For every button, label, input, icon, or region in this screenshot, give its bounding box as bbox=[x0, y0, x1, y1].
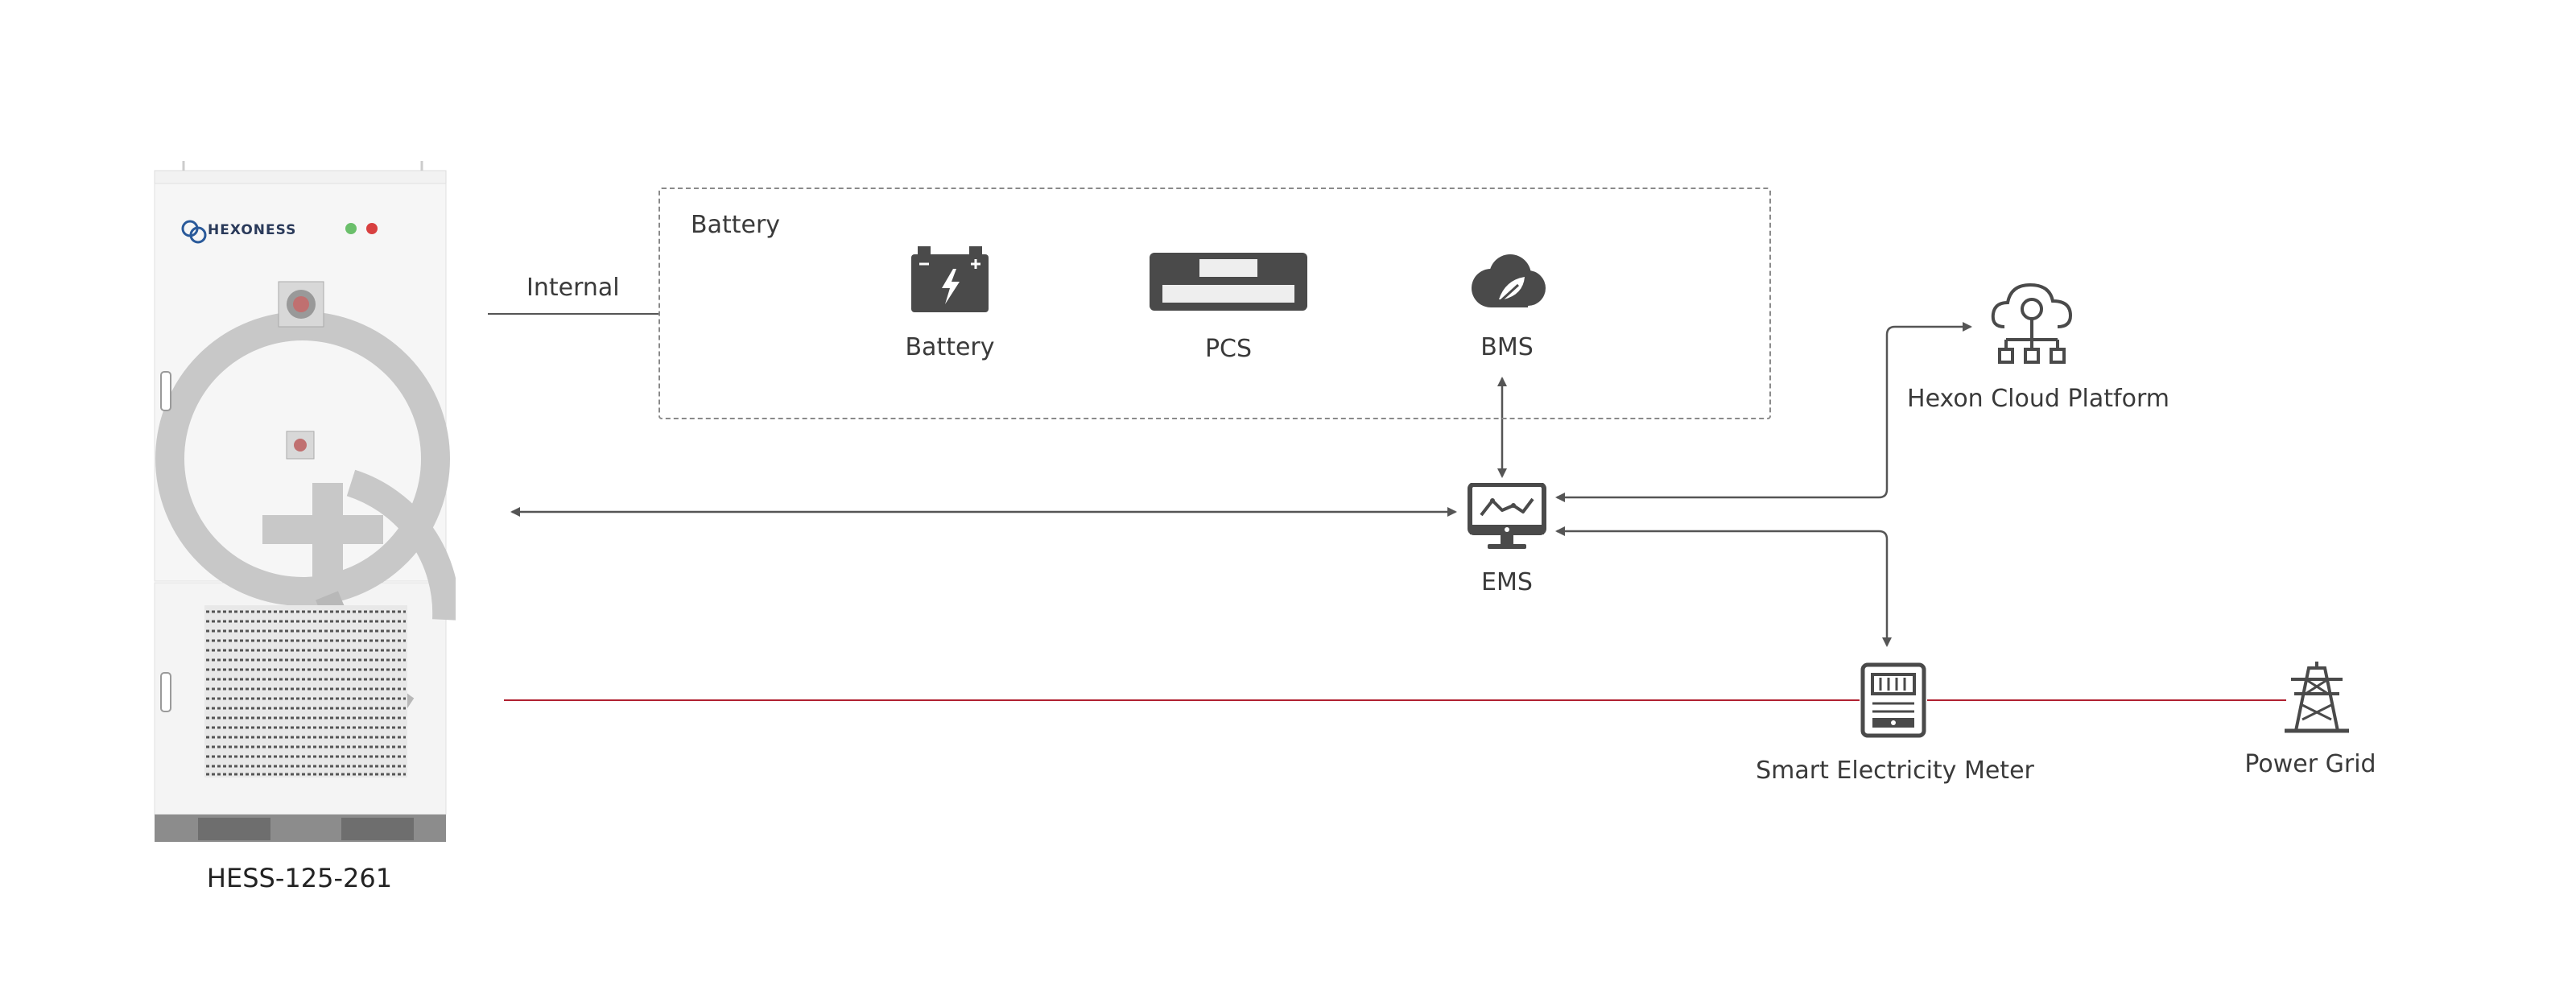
bms-cloud-leaf-icon bbox=[1472, 254, 1546, 307]
smart-meter-label: Smart Electricity Meter bbox=[1756, 757, 2034, 785]
battery-label: Battery bbox=[905, 333, 995, 361]
battery-group-box bbox=[658, 188, 1771, 419]
ems-cloud-arrow bbox=[1555, 322, 1972, 502]
ems-label: EMS bbox=[1481, 568, 1533, 596]
cabinet-image bbox=[154, 161, 456, 842]
electricity-meter-icon bbox=[1860, 662, 1926, 738]
cabinet-model-label: HESS-125-261 bbox=[206, 863, 393, 893]
pcs-icon bbox=[1150, 253, 1307, 311]
cloud-platform-label: Hexon Cloud Platform bbox=[1907, 385, 2169, 413]
power-tower-icon bbox=[2285, 662, 2349, 733]
monitor-chart-icon bbox=[1468, 483, 1546, 549]
battery-icon bbox=[911, 246, 989, 312]
battery-group-title: Battery bbox=[691, 211, 781, 239]
internal-label: Internal bbox=[526, 274, 620, 302]
power-grid-label: Power Grid bbox=[2244, 750, 2376, 778]
cloud-network-icon bbox=[1991, 282, 2073, 364]
bms-label: BMS bbox=[1480, 333, 1534, 361]
pcs-label: PCS bbox=[1204, 335, 1253, 363]
brand-logo-text: HEXONESS bbox=[208, 222, 297, 238]
ems-meter-arrow bbox=[1555, 526, 1892, 647]
